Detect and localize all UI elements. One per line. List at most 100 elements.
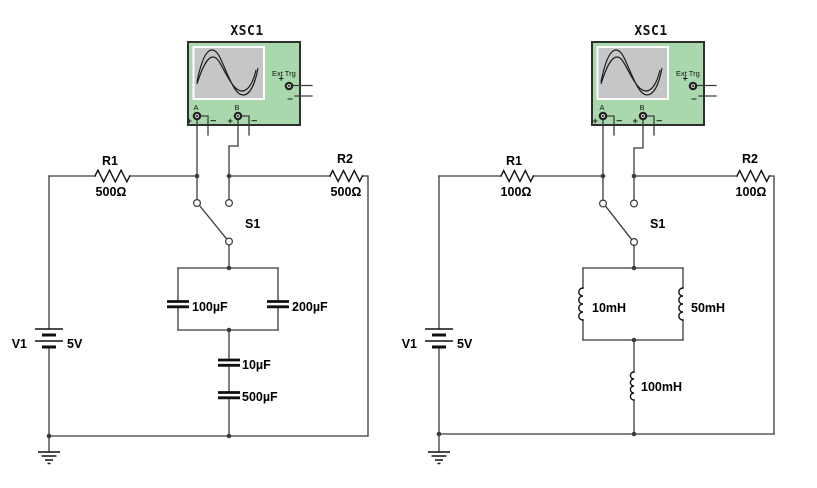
junction-dot [631,265,637,271]
probe-wire-b[interactable] [633,119,644,177]
capacitor-200uF[interactable]: 200µF [267,267,328,331]
r2-value-label: 100Ω [736,185,767,199]
ground-symbol[interactable] [38,435,60,465]
v1-value-label: 5V [67,337,83,351]
wire-right-vertical[interactable] [768,175,775,435]
resistor-zigzag[interactable] [94,168,131,184]
plus-mark [187,118,192,124]
v1-value-label: 5V [457,337,473,351]
inductor-100mH[interactable]: 100mH [629,339,682,435]
resistor-r1[interactable]: R1 100Ω [500,154,535,199]
ext-trg-label: Ext Trg [676,69,700,78]
s1-ref-label: S1 [650,217,665,231]
resistor-zigzag[interactable] [736,169,771,183]
resistor-zigzag[interactable] [500,169,535,183]
inductor-value-label: 100mH [641,380,682,394]
r1-value-label: 500Ω [96,185,127,199]
channel-a-label: A [193,103,198,112]
r2-value-label: 500Ω [331,185,362,199]
r1-value-label: 100Ω [501,185,532,199]
battery-v1[interactable]: V1 5V [402,328,473,435]
wire-right-vertical[interactable] [361,175,369,437]
circuit-left: XSC1 Ext Trg A B [12,24,369,465]
channel-a-terminal[interactable] [593,111,622,136]
cap-value-label: 10µF [242,358,271,372]
waveform-a [196,49,259,96]
junction-dot [226,433,232,439]
channel-a-minus-stub [200,115,209,136]
ext-trg-terminal[interactable] [279,76,313,100]
inductor-coil[interactable] [578,287,584,321]
junction-dot [631,431,637,437]
waveform-b [600,56,661,92]
junction-dot [631,337,637,343]
inductor-50mH[interactable]: 50mH [678,267,725,341]
switch-s1[interactable]: S1 [598,175,666,269]
junction-dot [46,433,52,439]
capacitor-10uF[interactable]: 10µF [218,329,271,372]
oscilloscope[interactable]: XSC1 Ext Trg A B [187,24,313,136]
switch-contact[interactable] [225,199,234,208]
channel-b-terminal[interactable] [633,111,662,136]
channel-a-terminal[interactable] [187,111,216,136]
switch-blade[interactable] [604,205,633,241]
switch-common[interactable] [629,238,638,247]
junction-dot [600,173,606,179]
r1-ref-label: R1 [102,154,118,168]
inductor-value-label: 50mH [691,301,725,315]
junction-dot [226,173,232,179]
cap-plates[interactable] [267,300,289,309]
plus-mark [279,76,284,81]
resistor-r2[interactable]: R2 500Ω [329,152,364,199]
plus-mark [593,118,598,124]
cap-plates[interactable] [218,358,240,367]
inductor-coil[interactable] [678,287,684,321]
cap-value-label: 200µF [292,300,328,314]
channel-a-minus-stub [606,115,615,136]
capacitor-100uF[interactable]: 100µF [167,267,228,331]
plus-mark [633,118,638,124]
switch-contact[interactable] [598,199,607,208]
ground-symbol[interactable] [428,433,450,465]
channel-a-label: A [599,103,604,112]
junction-dot [226,265,232,271]
junction-dot [194,173,200,179]
ground-bars [38,451,60,465]
waveform-a [600,49,663,96]
plus-mark [228,118,233,124]
circuit-right: XSC1 Ext Trg A B [402,24,775,465]
channel-b-terminal[interactable] [228,111,257,136]
cap-plates[interactable] [167,300,189,309]
resistor-r1[interactable]: R1 500Ω [94,154,131,199]
switch-blade[interactable] [198,204,228,240]
junction-dot [436,431,442,437]
channel-b-minus-stub [646,115,655,136]
channel-b-label: B [234,103,239,112]
capacitor-500uF[interactable]: 500µF [218,366,278,437]
r1-ref-label: R1 [506,154,522,168]
switch-common[interactable] [225,237,234,246]
v1-ref-label: V1 [12,337,27,351]
cap-plates[interactable] [218,391,240,400]
inductor-coil[interactable] [629,371,635,401]
switch-contact[interactable] [629,199,638,208]
s1-ref-label: S1 [245,217,260,231]
probe-wire-b[interactable] [228,119,239,177]
switch-contact[interactable] [193,199,202,208]
ext-trg-label: Ext Trg [272,69,296,78]
inductor-10mH[interactable]: 10mH [578,267,626,341]
switch-s1[interactable]: S1 [193,175,261,269]
v1-ref-label: V1 [402,337,417,351]
resistor-r2[interactable]: R2 100Ω [736,152,771,199]
waveform-b [196,56,257,92]
r2-ref-label: R2 [742,152,758,166]
ext-trg-terminal[interactable] [683,76,717,100]
junction-dot [226,327,232,333]
battery-v1[interactable]: V1 5V [12,328,83,437]
cap-value-label: 100µF [192,300,228,314]
resistor-zigzag[interactable] [329,169,364,183]
oscilloscope[interactable]: XSC1 Ext Trg A B [591,24,717,136]
r2-ref-label: R2 [337,152,353,166]
plus-mark [683,76,688,81]
